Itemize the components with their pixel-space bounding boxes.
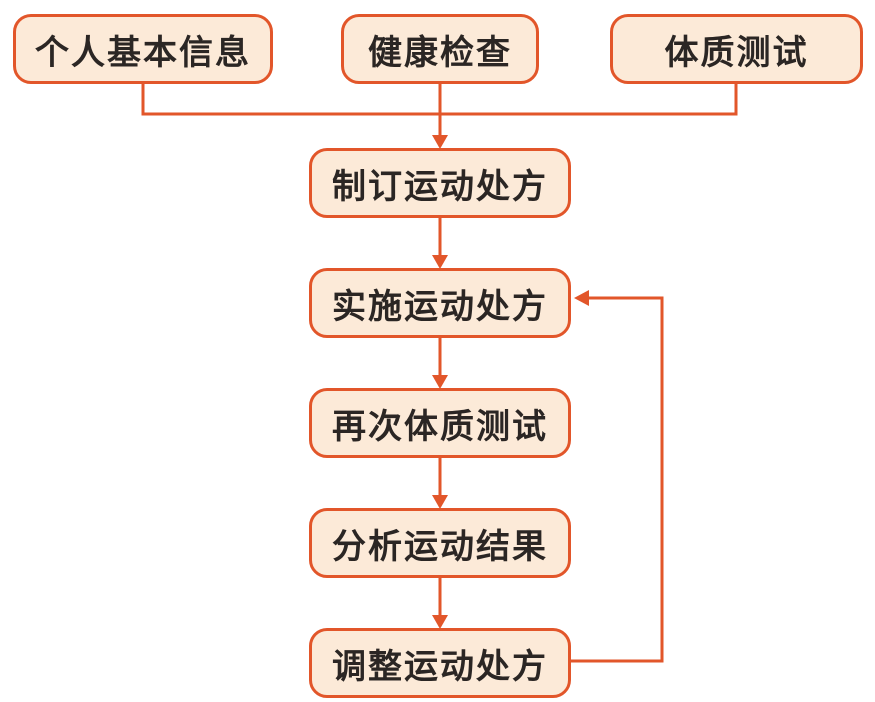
node-analyze-exercise-results-label: 分析运动结果 (332, 528, 548, 566)
arrowhead-into-implement (432, 255, 448, 269)
arrowhead-into-adjust (432, 615, 448, 629)
node-health-check-label: 健康检查 (368, 34, 512, 72)
arrowhead-into-formulate (432, 135, 448, 149)
node-personal-basic-info-label: 个人基本信息 (35, 34, 251, 72)
node-adjust-exercise-prescription: 调整运动处方 (309, 628, 571, 698)
node-adjust-exercise-prescription-label: 调整运动处方 (332, 648, 548, 686)
arrowhead-feedback-into-implement (574, 290, 589, 306)
node-fitness-test: 体质测试 (610, 14, 863, 84)
node-formulate-exercise-prescription-label: 制订运动处方 (332, 168, 548, 206)
node-implement-exercise-prescription-label: 实施运动处方 (332, 288, 548, 326)
arrowhead-into-analyze (432, 495, 448, 509)
node-formulate-exercise-prescription: 制订运动处方 (309, 148, 571, 218)
node-repeat-fitness-test: 再次体质测试 (309, 388, 571, 458)
node-personal-basic-info: 个人基本信息 (13, 14, 273, 84)
node-fitness-test-label: 体质测试 (664, 34, 809, 72)
arrowhead-into-retest (432, 375, 448, 389)
node-implement-exercise-prescription: 实施运动处方 (309, 268, 571, 338)
node-analyze-exercise-results: 分析运动结果 (309, 508, 571, 578)
node-repeat-fitness-test-label: 再次体质测试 (332, 408, 548, 446)
edge-adjust-feedback-to-implement (571, 296, 664, 663)
node-health-check: 健康检查 (341, 14, 539, 84)
